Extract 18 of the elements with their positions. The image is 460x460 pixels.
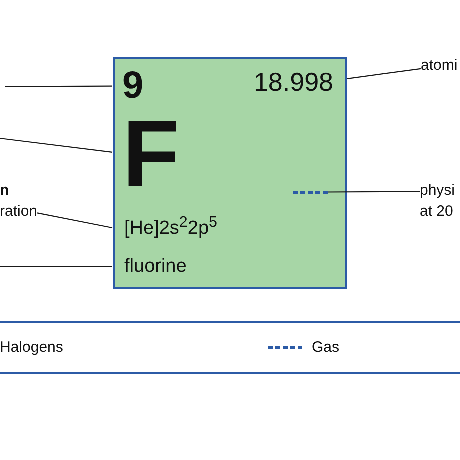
leader-line: [5, 86, 112, 88]
element-name: fluorine: [112, 256, 187, 276]
callout-label: n: [0, 181, 10, 201]
callout-label: ration: [0, 202, 38, 222]
callout-label: physi at 20: [420, 180, 460, 222]
leader-line: [347, 68, 422, 80]
atomic-weight: 18.998: [254, 68, 348, 94]
element-symbol: F: [112, 106, 180, 201]
callout-label: atomi: [421, 58, 458, 73]
category-label: Halogens: [0, 338, 64, 356]
electron-configuration: [He]2s$^{2}$2p$^{5}$: [112, 218, 218, 238]
leader-line: [328, 191, 420, 193]
element-tile: [113, 57, 347, 289]
leader-line: [37, 212, 113, 229]
leader-line: [0, 266, 112, 268]
legend-label: Gas: [312, 338, 340, 356]
atomic-number: 9: [112, 67, 144, 106]
leader-line: [0, 138, 113, 154]
